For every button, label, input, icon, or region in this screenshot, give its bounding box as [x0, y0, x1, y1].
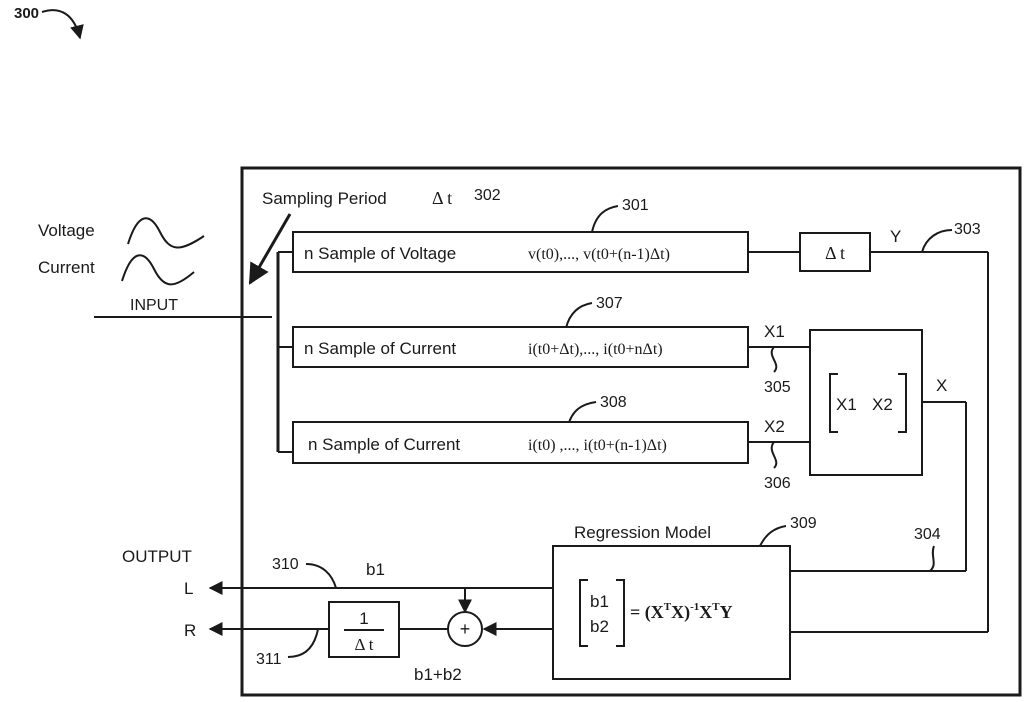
current-samples-box-1 — [292, 326, 749, 368]
current-samples-formula-2: i(t0) ,..., i(t0+(n-1)Δt) — [528, 437, 667, 454]
sampling-period-label: Sampling Period — [262, 189, 387, 208]
matrix-x2: X2 — [872, 395, 893, 414]
delay-block — [799, 232, 871, 272]
ref-306-leader — [770, 441, 778, 469]
ref-304-leader — [929, 545, 935, 572]
ref-309: 309 — [790, 515, 817, 532]
input-label: INPUT — [130, 297, 178, 314]
regression-b2: b2 — [590, 617, 609, 636]
b1-signal-label: b1 — [366, 560, 385, 579]
current-label: Current — [38, 258, 95, 277]
ref-305-leader — [770, 346, 778, 373]
voltage-wave-icon — [127, 217, 205, 249]
ref-307-leader — [565, 302, 593, 329]
ref-301: 301 — [622, 197, 649, 214]
ref-305: 305 — [764, 379, 791, 396]
voltage-samples-label: n Sample of Voltage — [304, 244, 456, 263]
scale-denominator: Δ t — [355, 635, 374, 654]
ref-303: 303 — [954, 221, 981, 238]
ref-303-leader — [921, 229, 953, 253]
regression-model-block — [552, 545, 791, 680]
current-wave-icon — [121, 254, 195, 286]
figure-number-arrow — [41, 9, 84, 40]
ref-307: 307 — [596, 295, 623, 312]
regression-title: Regression Model — [574, 523, 711, 542]
ref-304: 304 — [914, 526, 941, 543]
regression-right-bracket — [616, 579, 625, 647]
adder-plus-icon: + — [460, 619, 471, 639]
x1-signal-label: X1 — [764, 322, 785, 341]
delay-block-label: Δ t — [825, 243, 845, 263]
output-l-label: L — [184, 579, 193, 598]
matrix-left-bracket — [829, 373, 838, 433]
regression-equation: = (XTX)-1XTY — [630, 601, 733, 623]
matrix-right-bracket — [898, 373, 907, 433]
b1b2-signal-label: b1+b2 — [414, 665, 462, 684]
voltage-samples-formula: v(t0),..., v(t0+(n-1)Δt) — [528, 246, 670, 263]
ref-308: 308 — [600, 394, 627, 411]
ref-311-leader — [287, 628, 319, 658]
regression-b1: b1 — [590, 592, 609, 611]
voltage-samples-box — [292, 231, 749, 273]
voltage-label: Voltage — [38, 221, 95, 240]
matrix-block — [809, 329, 923, 476]
figure-number: 300 — [14, 5, 39, 22]
x-signal-label: X — [936, 376, 947, 395]
ref-310: 310 — [272, 556, 299, 573]
y-signal-label: Y — [890, 227, 901, 246]
current-samples-label-1: n Sample of Current — [304, 339, 456, 358]
ref-311: 311 — [256, 651, 282, 668]
current-samples-label-2: n Sample of Current — [308, 435, 460, 454]
scale-numerator: 1 — [359, 609, 368, 628]
ref-310-leader — [305, 563, 337, 589]
ref-309-leader — [759, 525, 787, 547]
current-samples-formula-1: i(t0+Δt),..., i(t0+nΔt) — [528, 341, 663, 358]
ref-306: 306 — [764, 475, 791, 492]
ref-301-leader — [591, 205, 619, 233]
x2-signal-label: X2 — [764, 417, 785, 436]
sampling-period-symbol: Δ t — [432, 188, 452, 208]
output-title: OUTPUT — [122, 547, 192, 566]
regression-left-bracket — [579, 579, 588, 647]
sampling-arrow — [248, 213, 292, 285]
system-frame — [240, 166, 1022, 697]
matrix-x1: X1 — [836, 395, 857, 414]
ref-302: 302 — [474, 187, 501, 204]
output-r-label: R — [184, 621, 196, 640]
